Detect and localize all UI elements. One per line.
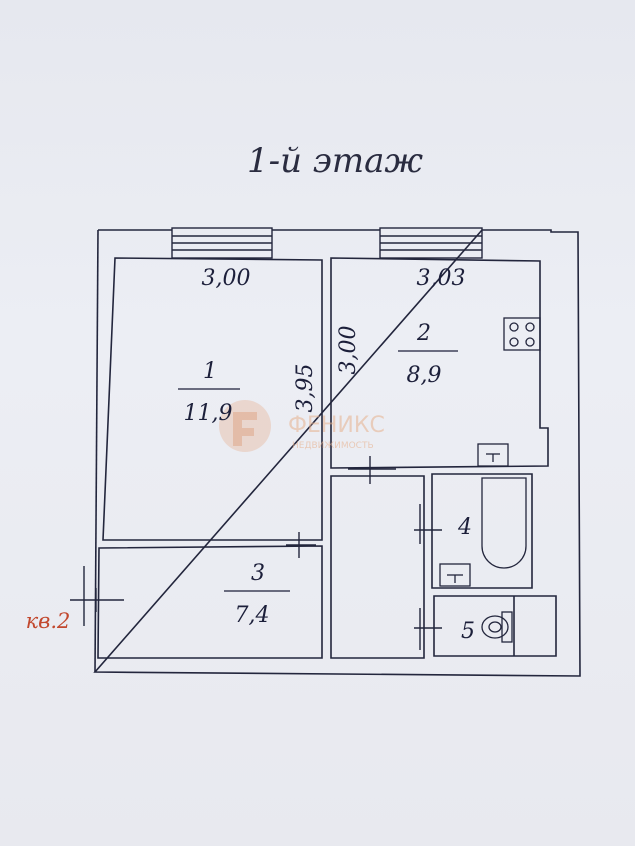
watermark-logo-icon: [219, 400, 271, 452]
dim-room1-length: 3,95: [293, 364, 318, 413]
dim-room1-width: 3,00: [202, 266, 251, 291]
stove-icon: [503, 317, 541, 351]
toilet-icon: [481, 611, 513, 643]
room3-number: 3: [251, 561, 265, 586]
windows: [171, 227, 483, 259]
room4-outline: [431, 473, 533, 589]
room3-outline: [97, 545, 323, 659]
kitchen-sink-icon: [477, 443, 509, 467]
room4-number: 4: [457, 515, 472, 540]
room1-area: 11,9: [184, 401, 233, 426]
inner-walls: [97, 257, 557, 659]
door-marks: [70, 456, 442, 650]
outer-walls: [93, 229, 581, 677]
dim-room2-width: 3,03: [417, 266, 466, 291]
watermark: ФЕНИКС НЕДВИЖИМОСТЬ: [219, 400, 385, 452]
neighbor-apartment-label: кв.2: [26, 609, 71, 633]
bathtub-icon: [481, 477, 527, 569]
window-room1: [171, 227, 273, 259]
window-room2: [379, 227, 483, 259]
dim-room2-length: 3,00: [336, 326, 361, 375]
watermark-sub: НЕДВИЖИМОСТЬ: [292, 441, 374, 451]
room1-number: 1: [203, 359, 217, 384]
room2-area: 8,9: [407, 363, 442, 388]
room5-number: 5: [461, 619, 475, 644]
room2-outline: [330, 257, 549, 469]
room3-area: 7,4: [235, 603, 270, 628]
corridor-outline: [330, 475, 425, 659]
bathroom-sink-icon: [439, 563, 471, 587]
floor-title: 1-й этаж: [247, 141, 423, 181]
watermark-name: ФЕНИКС: [288, 413, 385, 438]
room2-number: 2: [416, 321, 431, 346]
room1-outline: [102, 257, 323, 541]
room5-outline: [433, 595, 557, 657]
